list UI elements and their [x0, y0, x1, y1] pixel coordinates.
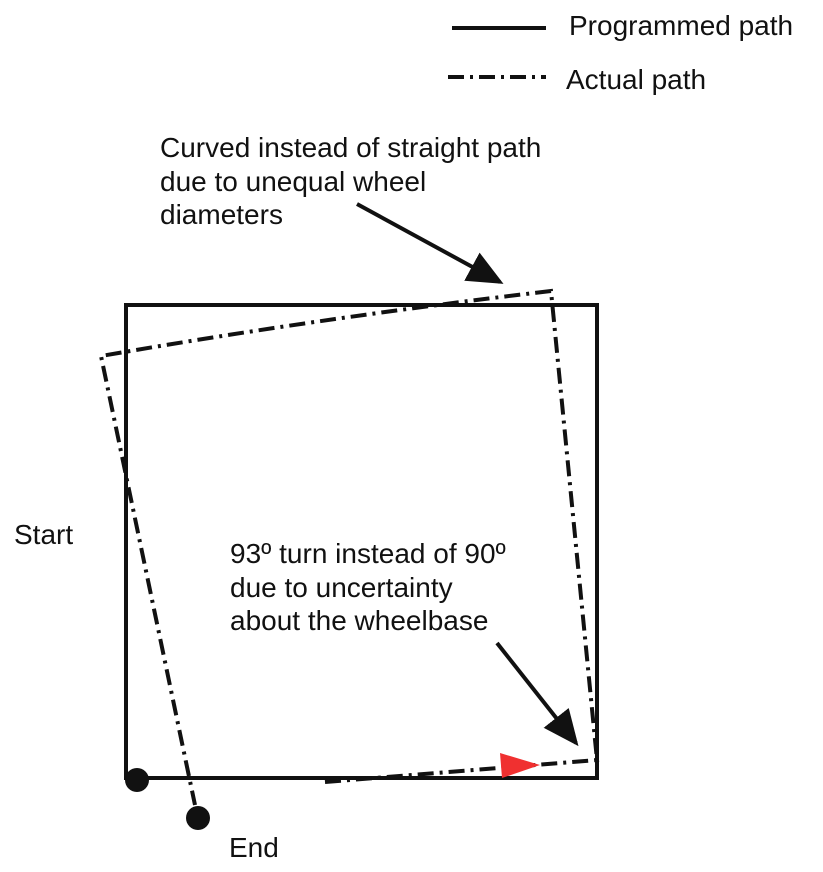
curved-annotation-arrow [356, 202, 504, 284]
end-point [186, 806, 210, 830]
legend-actual-label: Actual path [566, 64, 706, 95]
start-point [125, 768, 149, 792]
curved-annotation-line-2: due to unequal wheel [160, 166, 426, 197]
turn-annotation-line-2: due to uncertainty [230, 572, 453, 603]
actual-path [98, 288, 600, 806]
turn-annotation-arrow [495, 641, 579, 747]
legend: Programmed path Actual path [448, 10, 793, 95]
turn-error-annotation: 93º turn instead of 90º due to uncertain… [230, 538, 579, 747]
curved-path-annotation: Curved instead of straight path due to u… [160, 132, 541, 284]
end-label: End [229, 832, 279, 863]
turn-annotation-line-3: about the wheelbase [230, 605, 488, 636]
direction-marker [500, 753, 540, 778]
turn-annotation-line-1: 93º turn instead of 90º [230, 538, 506, 569]
curved-annotation-line-3: diameters [160, 199, 283, 230]
curved-annotation-line-1: Curved instead of straight path [160, 132, 541, 163]
legend-programmed-label: Programmed path [569, 10, 793, 41]
start-label: Start [14, 519, 73, 550]
